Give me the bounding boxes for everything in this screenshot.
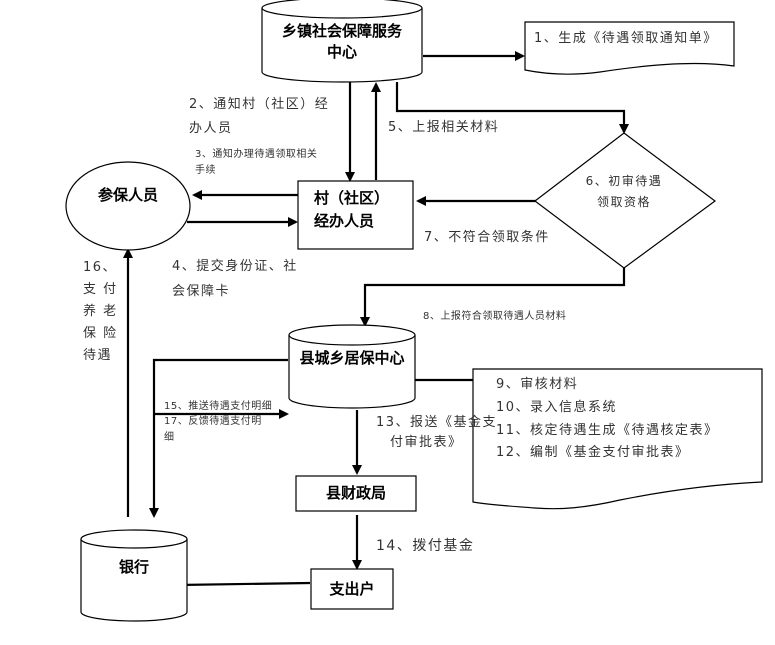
node-initial-review: 6、初审待遇 领取资格 [534,132,717,269]
edge-review-to-county [360,268,626,327]
label-step17-line1: 17、反馈待遇支付明 [164,414,262,427]
label-step2-line2: 办人员 [189,121,233,136]
label-step8: 8、上报符合领取待遇人员材料 [423,309,566,322]
label-step7: 7、不符合领取条件 [424,229,550,245]
label-step5: 5、上报相关材料 [388,120,499,135]
initial-review-line2: 领取资格 [597,194,651,209]
label-step2-line1: 2、通知村（社区）经 [189,96,329,112]
task-line-1: 9、审核材料 [496,377,578,392]
node-county-center: 县城乡居保中心 [288,324,416,409]
label-step14: 14、拨付基金 [376,537,474,554]
edge-county-to-bank [149,358,288,518]
edge-township-to-review [395,82,629,134]
doc-county-tasks: 9、审核材料 10、录入信息系统 11、核定待遇生成《待遇核定表》 12、编制《… [472,368,763,510]
label-step4-line2: 会保障卡 [172,284,230,299]
task-line-2: 10、录入信息系统 [496,399,617,415]
node-township-center: 乡镇社会保障服务 中心 [261,0,423,83]
county-finance-label: 县财政局 [326,484,386,502]
node-village-staff: 村（社区） 经办人员 [297,180,414,250]
node-county-finance: 县财政局 [295,475,417,512]
village-staff-line2: 经办人员 [314,212,374,230]
township-center-line2: 中心 [327,43,357,61]
label-step16-line3: 养 老 [83,303,118,319]
township-center-line1: 乡镇社会保障服务 [282,22,403,40]
task-line-3: 11、核定待遇生成《待遇核定表》 [496,423,719,438]
node-expense-account: 支出户 [310,568,394,610]
label-step16-line5: 待遇 [83,348,112,363]
village-staff-line1: 村（社区） [314,189,389,207]
expense-account-label: 支出户 [328,580,374,598]
label-step16-line1: 16、 [83,260,117,275]
task-line-4: 12、编制《基金支付审批表》 [496,444,690,460]
label-step16-line4: 保 险 [83,326,118,341]
label-step13-line1: 13、报送《基金支 [376,414,497,430]
notice-doc-text: 1、生成《待遇领取通知单》 [534,30,718,46]
label-step17-line2: 细 [164,430,175,443]
insured-label: 参保人员 [98,186,158,204]
label-step3-line1: 3、通知办理待遇领取相关 [195,147,317,160]
node-bank: 银行 [80,529,188,622]
label-step15: 15、推送待遇支付明细 [164,399,272,412]
node-insured: 参保人员 [65,161,191,251]
label-step3-line2: 手续 [195,163,216,176]
county-center-label: 县城乡居保中心 [299,349,404,367]
label-step4-line1: 4、提交身份证、社 [172,258,298,274]
doc-notice: 1、生成《待遇领取通知单》 [524,21,735,75]
bank-label: 银行 [119,558,149,576]
label-step13-line2: 付审批表》 [390,435,463,450]
initial-review-line1: 6、初审待遇 [586,173,663,188]
label-step16-line2: 支 付 [83,282,118,297]
edge-expense-to-bank [176,579,311,590]
